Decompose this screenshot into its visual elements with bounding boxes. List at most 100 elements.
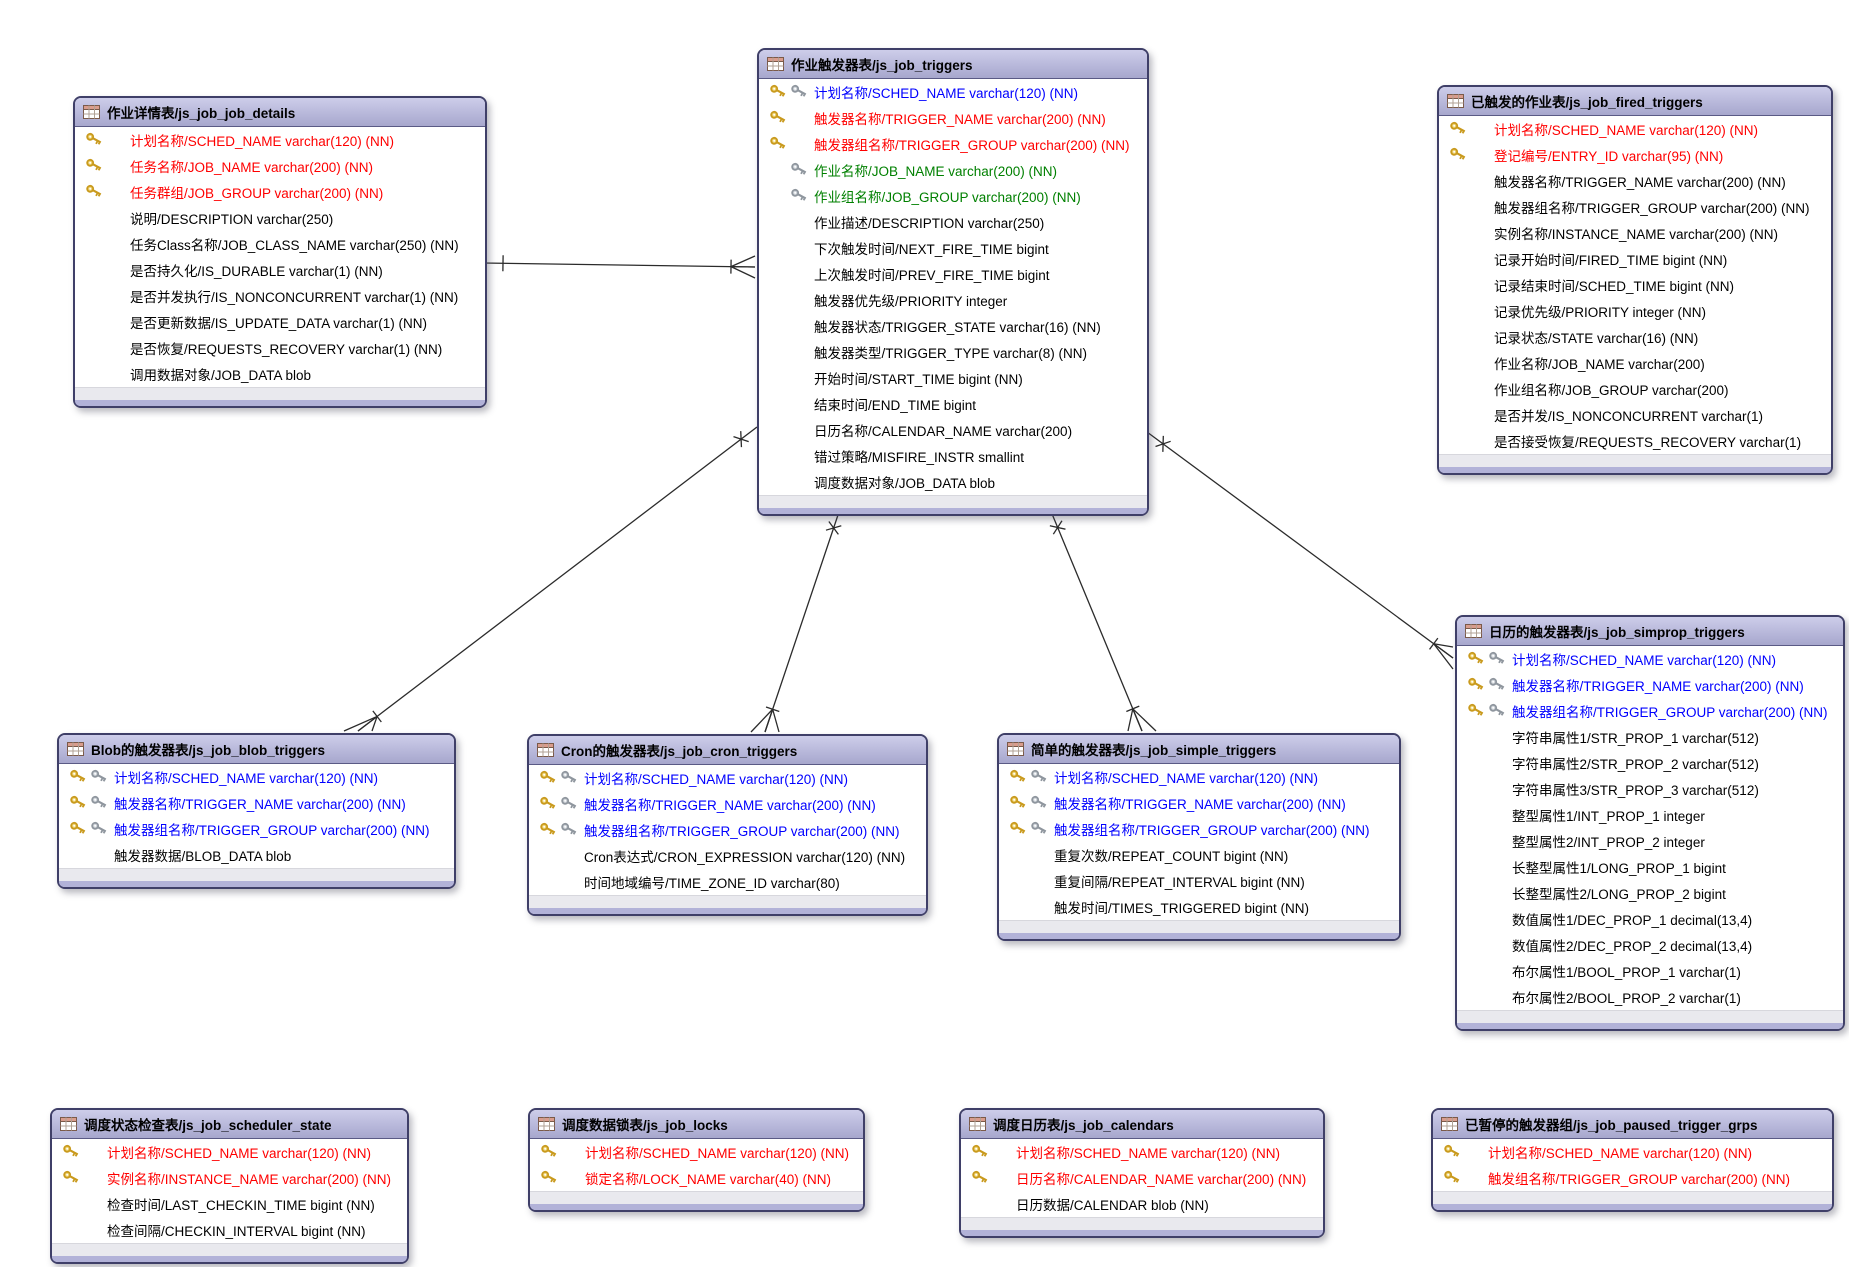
field-row[interactable]: 错过策略/MISFIRE_INSTR smallint [759, 443, 1147, 469]
field-row[interactable]: 锁定名称/LOCK_NAME varchar(40) (NN) [530, 1165, 863, 1191]
field-row[interactable]: 时间地域编号/TIME_ZONE_ID varchar(80) [529, 869, 926, 895]
field-row[interactable]: 计划名称/SCHED_NAME varchar(120) (NN) [529, 765, 926, 791]
field-row[interactable]: 长整型属性1/LONG_PROP_1 bigint [1457, 854, 1843, 880]
field-row[interactable]: 数值属性1/DEC_PROP_1 decimal(13,4) [1457, 906, 1843, 932]
field-row[interactable]: 日历名称/CALENDAR_NAME varchar(200) [759, 417, 1147, 443]
field-row[interactable]: 日历名称/CALENDAR_NAME varchar(200) (NN) [961, 1165, 1323, 1191]
field-row[interactable]: 计划名称/SCHED_NAME varchar(120) (NN) [961, 1139, 1323, 1165]
field-row[interactable]: 触发器名称/TRIGGER_NAME varchar(200) (NN) [59, 790, 454, 816]
field-row[interactable]: 实例名称/INSTANCE_NAME varchar(200) (NN) [52, 1165, 407, 1191]
field-row[interactable]: 是否持久化/IS_DURABLE varchar(1) (NN) [75, 257, 485, 283]
field-row[interactable]: 计划名称/SCHED_NAME varchar(120) (NN) [1433, 1139, 1832, 1165]
field-row[interactable]: 触发器优先级/PRIORITY integer [759, 287, 1147, 313]
field-row[interactable]: 重复次数/REPEAT_COUNT bigint (NN) [999, 842, 1399, 868]
field-row[interactable]: 字符串属性2/STR_PROP_2 varchar(512) [1457, 750, 1843, 776]
field-row[interactable]: 重复间隔/REPEAT_INTERVAL bigint (NN) [999, 868, 1399, 894]
field-row[interactable]: 整型属性2/INT_PROP_2 integer [1457, 828, 1843, 854]
table-header[interactable]: 调度日历表/js_job_calendars [961, 1110, 1323, 1139]
field-row[interactable]: 计划名称/SCHED_NAME varchar(120) (NN) [1457, 646, 1843, 672]
field-row[interactable]: 触发器名称/TRIGGER_NAME varchar(200) (NN) [999, 790, 1399, 816]
field-row[interactable]: 数值属性2/DEC_PROP_2 decimal(13,4) [1457, 932, 1843, 958]
table-header[interactable]: Blob的触发器表/js_job_blob_triggers [59, 735, 454, 764]
field-row[interactable]: 触发器组名称/TRIGGER_GROUP varchar(200) (NN) [759, 131, 1147, 157]
field-row[interactable]: 上次触发时间/PREV_FIRE_TIME bigint [759, 261, 1147, 287]
field-row[interactable]: 计划名称/SCHED_NAME varchar(120) (NN) [59, 764, 454, 790]
field-row[interactable]: 是否接受恢复/REQUESTS_RECOVERY varchar(1) [1439, 428, 1831, 454]
field-row[interactable]: 触发器名称/TRIGGER_NAME varchar(200) (NN) [759, 105, 1147, 131]
field-row[interactable]: 作业名称/JOB_NAME varchar(200) [1439, 350, 1831, 376]
field-row[interactable]: 调用数据对象/JOB_DATA blob [75, 361, 485, 387]
field-row[interactable]: Cron表达式/CRON_EXPRESSION varchar(120) (NN… [529, 843, 926, 869]
field-row[interactable]: 实例名称/INSTANCE_NAME varchar(200) (NN) [1439, 220, 1831, 246]
relationship-line-triggers-cron_triggers[interactable] [750, 508, 842, 733]
field-row[interactable]: 作业名称/JOB_NAME varchar(200) (NN) [759, 157, 1147, 183]
relationship-line-job_details-triggers[interactable] [482, 255, 756, 279]
field-row[interactable]: 作业组名称/JOB_GROUP varchar(200) (NN) [759, 183, 1147, 209]
field-row[interactable]: 触发器组名称/TRIGGER_GROUP varchar(200) (NN) [1457, 698, 1843, 724]
field-row[interactable]: 记录结束时间/SCHED_TIME bigint (NN) [1439, 272, 1831, 298]
field-row[interactable]: 是否更新数据/IS_UPDATE_DATA varchar(1) (NN) [75, 309, 485, 335]
relationship-line-triggers-simple_triggers[interactable] [1049, 508, 1157, 732]
field-row[interactable]: 记录状态/STATE varchar(16) (NN) [1439, 324, 1831, 350]
table-header[interactable]: 简单的触发器表/js_job_simple_triggers [999, 735, 1399, 764]
field-row[interactable]: 字符串属性1/STR_PROP_1 varchar(512) [1457, 724, 1843, 750]
field-row[interactable]: 触发器组名称/TRIGGER_GROUP varchar(200) (NN) [999, 816, 1399, 842]
field-row[interactable]: 检查时间/LAST_CHECKIN_TIME bigint (NN) [52, 1191, 407, 1217]
field-row[interactable]: 触发器名称/TRIGGER_NAME varchar(200) (NN) [1439, 168, 1831, 194]
field-row[interactable]: 是否并发执行/IS_NONCONCURRENT varchar(1) (NN) [75, 283, 485, 309]
field-row[interactable]: 触发组名称/TRIGGER_GROUP varchar(200) (NN) [1433, 1165, 1832, 1191]
relationship-line-triggers-blob_triggers[interactable] [343, 426, 758, 732]
field-row[interactable]: 计划名称/SCHED_NAME varchar(120) (NN) [530, 1139, 863, 1165]
field-row[interactable]: 日历数据/CALENDAR blob (NN) [961, 1191, 1323, 1217]
field-row[interactable]: 计划名称/SCHED_NAME varchar(120) (NN) [1439, 116, 1831, 142]
field-row[interactable]: 长整型属性2/LONG_PROP_2 bigint [1457, 880, 1843, 906]
table-header[interactable]: 作业详情表/js_job_job_details [75, 98, 485, 127]
field-row[interactable]: 触发器组名称/TRIGGER_GROUP varchar(200) (NN) [529, 817, 926, 843]
field-row[interactable]: 记录开始时间/FIRED_TIME bigint (NN) [1439, 246, 1831, 272]
field-row[interactable]: 下次触发时间/NEXT_FIRE_TIME bigint [759, 235, 1147, 261]
table-header[interactable]: Cron的触发器表/js_job_cron_triggers [529, 736, 926, 765]
field-row[interactable]: 作业组名称/JOB_GROUP varchar(200) [1439, 376, 1831, 402]
table-header[interactable]: 已触发的作业表/js_job_fired_triggers [1439, 87, 1831, 116]
field-row[interactable]: 计划名称/SCHED_NAME varchar(120) (NN) [52, 1139, 407, 1165]
field-row[interactable]: 结束时间/END_TIME bigint [759, 391, 1147, 417]
field-row[interactable]: 任务Class名称/JOB_CLASS_NAME varchar(250) (N… [75, 231, 485, 257]
field-row[interactable]: 字符串属性3/STR_PROP_3 varchar(512) [1457, 776, 1843, 802]
table-header[interactable]: 日历的触发器表/js_job_simprop_triggers [1457, 617, 1843, 646]
field-row[interactable]: 触发器组名称/TRIGGER_GROUP varchar(200) (NN) [59, 816, 454, 842]
field-row[interactable]: 调度数据对象/JOB_DATA blob [759, 469, 1147, 495]
field-row[interactable]: 布尔属性2/BOOL_PROP_2 varchar(1) [1457, 984, 1843, 1010]
field-row[interactable]: 计划名称/SCHED_NAME varchar(120) (NN) [999, 764, 1399, 790]
table-header[interactable]: 调度数据锁表/js_job_locks [530, 1110, 863, 1139]
field-row[interactable]: 任务名称/JOB_NAME varchar(200) (NN) [75, 153, 485, 179]
table-header[interactable]: 作业触发器表/js_job_triggers [759, 50, 1147, 79]
field-row[interactable]: 开始时间/START_TIME bigint (NN) [759, 365, 1147, 391]
field-row[interactable]: 触发器组名称/TRIGGER_GROUP varchar(200) (NN) [1439, 194, 1831, 220]
field-row[interactable]: 是否恢复/REQUESTS_RECOVERY varchar(1) (NN) [75, 335, 485, 361]
table-header[interactable]: 调度状态检查表/js_job_scheduler_state [52, 1110, 407, 1139]
field-row[interactable]: 触发器状态/TRIGGER_STATE varchar(16) (NN) [759, 313, 1147, 339]
field-row[interactable]: 登记编号/ENTRY_ID varchar(95) (NN) [1439, 142, 1831, 168]
field-row[interactable]: 整型属性1/INT_PROP_1 integer [1457, 802, 1843, 828]
field-row[interactable]: 计划名称/SCHED_NAME varchar(120) (NN) [759, 79, 1147, 105]
field-row[interactable]: 检查间隔/CHECKIN_INTERVAL bigint (NN) [52, 1217, 407, 1243]
field-row[interactable]: 触发器类型/TRIGGER_TYPE varchar(8) (NN) [759, 339, 1147, 365]
field-row[interactable]: 任务群组/JOB_GROUP varchar(200) (NN) [75, 179, 485, 205]
field-row[interactable]: 是否并发/IS_NONCONCURRENT varchar(1) [1439, 402, 1831, 428]
relationship-line-triggers-simprop_triggers[interactable] [1146, 431, 1454, 670]
field-row[interactable]: 作业描述/DESCRIPTION varchar(250) [759, 209, 1147, 235]
field-row[interactable]: 触发时间/TIMES_TRIGGERED bigint (NN) [999, 894, 1399, 920]
field-row[interactable]: 触发器数据/BLOB_DATA blob [59, 842, 454, 868]
field-row[interactable]: 记录优先级/PRIORITY integer (NN) [1439, 298, 1831, 324]
